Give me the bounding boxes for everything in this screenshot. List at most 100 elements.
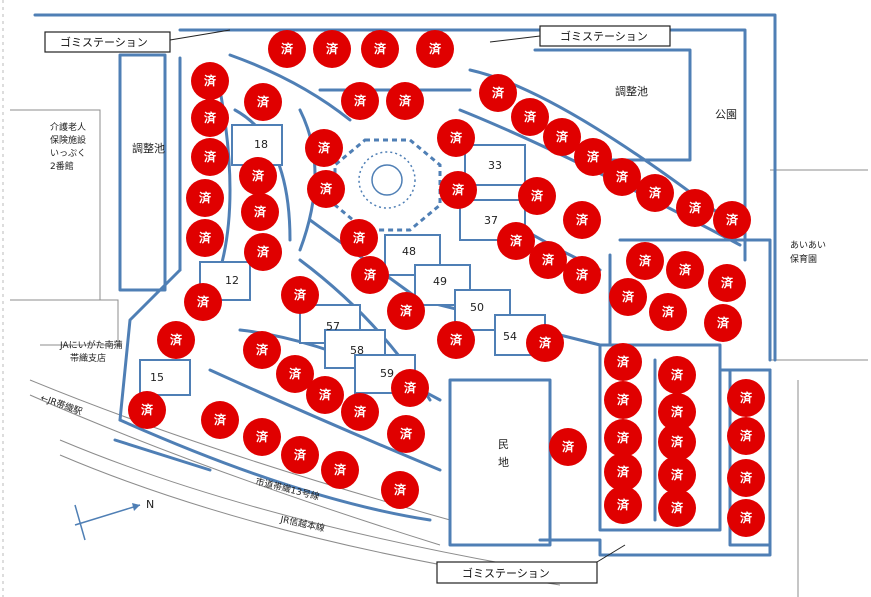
sold-marker: 済	[157, 321, 195, 359]
sold-marker-label: 済	[576, 267, 589, 282]
sold-marker-label: 済	[617, 497, 630, 512]
sold-marker: 済	[604, 453, 642, 491]
care-facility-label-3: いっぷく	[50, 148, 86, 159]
sold-marker: 済	[727, 417, 765, 455]
sold-marker-label: 済	[294, 287, 307, 302]
sold-marker-label: 済	[649, 185, 662, 200]
sold-marker: 済	[281, 276, 319, 314]
sold-marker: 済	[636, 174, 674, 212]
jr-line-label: JR信越本線	[278, 513, 325, 534]
sold-marker: 済	[658, 456, 696, 494]
sold-marker-label: 済	[689, 200, 702, 215]
sold-marker: 済	[241, 193, 279, 231]
sold-marker: 済	[340, 219, 378, 257]
sold-marker-label: 済	[400, 303, 413, 318]
sold-marker-label: 済	[542, 252, 555, 267]
lot-number-57: 57	[326, 320, 340, 333]
sold-marker-label: 済	[141, 402, 154, 417]
sold-marker: 済	[437, 321, 475, 359]
sold-marker: 済	[666, 251, 704, 289]
sold-marker: 済	[281, 436, 319, 474]
sold-marker-label: 済	[256, 429, 269, 444]
sold-marker-label: 済	[429, 41, 442, 56]
sold-marker: 済	[563, 201, 601, 239]
sold-marker: 済	[604, 486, 642, 524]
sold-marker: 済	[518, 177, 556, 215]
private-land-label-2: 地	[498, 456, 509, 469]
sold-marker: 済	[128, 391, 166, 429]
sold-marker: 済	[341, 393, 379, 431]
sold-marker-label: 済	[740, 470, 753, 485]
sold-marker: 済	[186, 219, 224, 257]
sold-marker-label: 済	[289, 366, 302, 381]
sold-marker-label: 済	[740, 510, 753, 525]
sold-marker: 済	[201, 401, 239, 439]
sold-marker-label: 済	[354, 404, 367, 419]
lot-number-54: 54	[503, 330, 517, 343]
lot-number-33: 33	[488, 159, 502, 172]
sold-marker-label: 済	[679, 262, 692, 277]
sold-marker-label: 済	[399, 93, 412, 108]
private-land-label-1: 民	[498, 438, 509, 451]
nursery-label-2: 保育園	[790, 253, 817, 265]
sold-marker-label: 済	[576, 212, 589, 227]
sold-marker-label: 済	[450, 332, 463, 347]
sold-marker: 済	[526, 324, 564, 362]
lot-number-37: 37	[484, 214, 498, 227]
sold-marker-label: 済	[740, 428, 753, 443]
garbage-station-callout-left: ゴミステーション	[44, 29, 231, 53]
sold-marker-label: 済	[281, 41, 294, 56]
sold-marker-label: 済	[400, 426, 413, 441]
sold-marker: 済	[351, 256, 389, 294]
sold-markers: 済済済済済済済済済済済済済済済済済済済済済済済済済済済済済済済済済済済済済済済済…	[128, 30, 765, 537]
sold-marker: 済	[186, 179, 224, 217]
sold-marker: 済	[727, 379, 765, 417]
sold-marker-label: 済	[294, 447, 307, 462]
sold-marker-label: 済	[726, 212, 739, 227]
sold-marker-label: 済	[319, 387, 332, 402]
sold-marker: 済	[713, 201, 751, 239]
sold-marker: 済	[244, 83, 282, 121]
sold-marker-label: 済	[531, 188, 544, 203]
sold-marker-label: 済	[394, 482, 407, 497]
sold-marker: 済	[437, 119, 475, 157]
garbage-station-label-left: ゴミステーション	[60, 35, 148, 49]
sold-marker-label: 済	[639, 253, 652, 268]
sold-marker: 済	[416, 30, 454, 68]
care-facility-label-1: 介護老人	[50, 121, 86, 133]
sold-marker-label: 済	[510, 233, 523, 248]
north-arrow: N	[74, 498, 154, 541]
sold-marker: 済	[708, 264, 746, 302]
sold-marker-label: 済	[617, 430, 630, 445]
sold-marker-label: 済	[404, 380, 417, 395]
sold-marker: 済	[704, 304, 742, 342]
sold-marker: 済	[649, 293, 687, 331]
sold-marker-label: 済	[199, 230, 212, 245]
sold-marker-label: 済	[662, 304, 675, 319]
sold-marker-label: 済	[257, 244, 270, 259]
sold-marker-label: 済	[616, 169, 629, 184]
sold-marker: 済	[307, 170, 345, 208]
sold-marker: 済	[191, 99, 229, 137]
sold-marker-label: 済	[671, 367, 684, 382]
lots	[139, 124, 546, 396]
garbage-station-callout-right: ゴミステーション	[489, 25, 671, 47]
sold-marker-label: 済	[256, 342, 269, 357]
sold-marker: 済	[658, 393, 696, 431]
lot-number-59: 59	[380, 367, 394, 380]
sold-marker: 済	[609, 278, 647, 316]
sold-marker: 済	[727, 459, 765, 497]
lot-number-12: 12	[225, 274, 239, 287]
sold-marker: 済	[511, 98, 549, 136]
sold-marker: 済	[563, 256, 601, 294]
sold-marker: 済	[243, 418, 281, 456]
lot-number-15: 15	[150, 371, 164, 384]
sold-marker-label: 済	[204, 110, 217, 125]
sold-marker: 済	[268, 30, 306, 68]
sold-marker: 済	[239, 157, 277, 195]
sold-marker-label: 済	[524, 109, 537, 124]
sold-marker: 済	[543, 118, 581, 156]
sold-marker: 済	[676, 189, 714, 227]
sold-marker-label: 済	[717, 315, 730, 330]
